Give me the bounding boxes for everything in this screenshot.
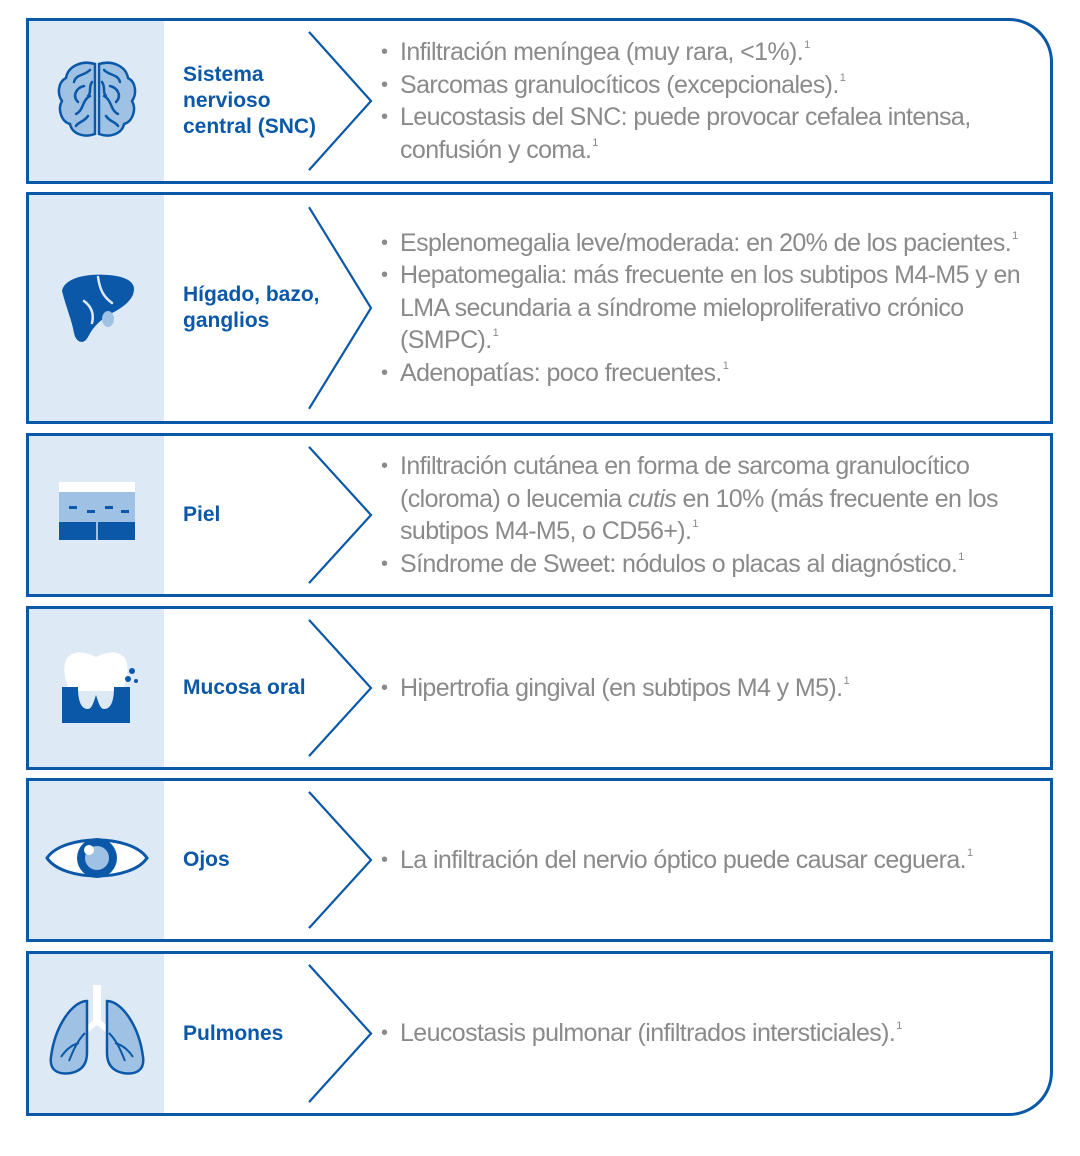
row-mucosa-oral: Mucosa oral Hipertrofia gingival (en sub… — [26, 606, 1053, 770]
row-label: Hígado, bazo, ganglios — [183, 283, 320, 332]
bullet-list: La infiltración del nervio óptico puede … — [381, 781, 1030, 939]
bullet-list: Leucostasis pulmonar (infiltrados inters… — [381, 954, 1030, 1113]
bullet-item: Hipertrofia gingival (en subtipos M4 y M… — [381, 672, 1030, 705]
eye-icon — [43, 826, 151, 895]
row-pulmones: Pulmones Leucostasis pulmonar (infiltrad… — [26, 951, 1053, 1116]
bullet-item: Síndrome de Sweet: nódulos o placas al d… — [381, 548, 1030, 581]
row-label: Sistema nervioso central (SNC) — [183, 63, 317, 138]
row-label: Pulmones — [183, 1021, 284, 1045]
lungs-icon — [47, 981, 147, 1086]
row-snc: Sistema nervioso central (SNC) Infiltrac… — [26, 18, 1053, 184]
bullet-item: Infiltración cutánea en forma de sarcoma… — [381, 450, 1030, 548]
bullet-item: Esplenomegalia leve/moderada: en 20% de … — [381, 227, 1030, 260]
chevron-right-icon — [305, 444, 375, 586]
bullet-item: Adenopatías: poco frecuentes.1 — [381, 357, 1030, 390]
bullet-list: Infiltración cutánea en forma de sarcoma… — [381, 436, 1030, 594]
chevron-right-icon — [305, 203, 375, 413]
chevron-right-icon — [305, 29, 375, 173]
brain-icon — [54, 56, 140, 147]
bullet-list: Infiltración meníngea (muy rara, <1%).1 … — [381, 21, 1030, 181]
row-piel: Piel Infiltración cutánea en forma de sa… — [26, 433, 1053, 597]
chevron-right-icon — [305, 962, 375, 1105]
row-label: Piel — [183, 503, 221, 526]
bullet-item: Hepatomegalia: más frecuente en los subt… — [381, 259, 1030, 357]
chevron-right-icon — [305, 789, 375, 931]
bullet-item: Leucostasis del SNC: puede provocar cefa… — [381, 101, 1030, 166]
bullet-list: Esplenomegalia leve/moderada: en 20% de … — [381, 195, 1030, 421]
row-ojos: Ojos La infiltración del nervio óptico p… — [26, 778, 1053, 942]
row-label: Mucosa oral — [183, 676, 306, 699]
tooth-icon — [54, 643, 140, 734]
liver-icon — [54, 263, 140, 354]
bullet-item: Infiltración meníngea (muy rara, <1%).1 — [381, 36, 1030, 69]
row-higado: Hígado, bazo, ganglios Esplenomegalia le… — [26, 192, 1053, 424]
bullet-item: La infiltración del nervio óptico puede … — [381, 844, 1030, 877]
skin-icon — [57, 478, 137, 553]
bullet-item: Leucostasis pulmonar (infiltrados inters… — [381, 1017, 1030, 1050]
chevron-right-icon — [305, 617, 375, 759]
bullet-item: Sarcomas granulocíticos (excepcionales).… — [381, 69, 1030, 102]
row-label: Ojos — [183, 848, 230, 871]
bullet-list: Hipertrofia gingival (en subtipos M4 y M… — [381, 609, 1030, 767]
